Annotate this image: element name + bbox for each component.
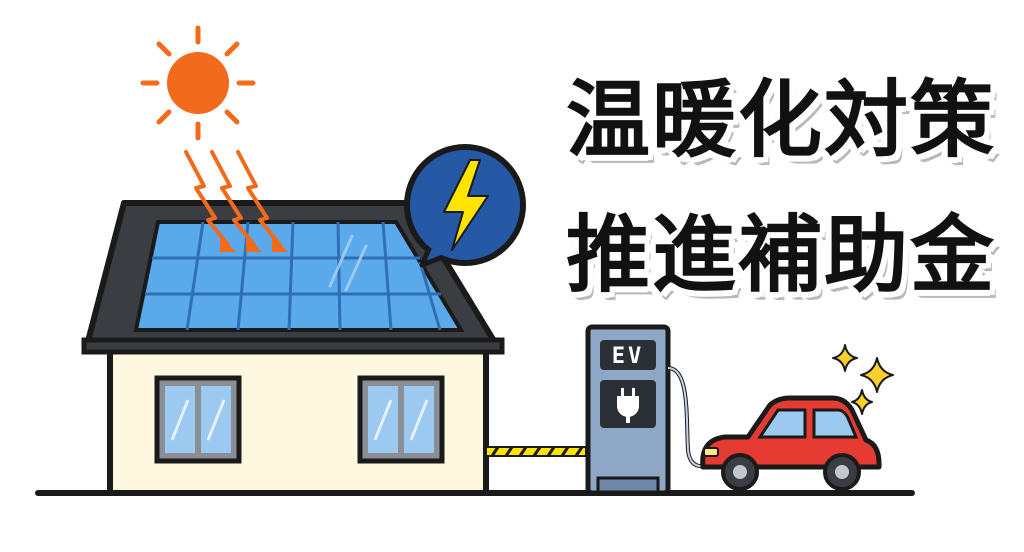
ev-label: EV [612,344,645,369]
window-left [154,375,242,464]
title-line-2: 推進補助金 [566,206,997,304]
ev-charger: EV [585,324,671,496]
solar-panel [133,220,465,332]
sun-icon [140,25,256,141]
sparkle-icon [832,344,894,415]
power-cable [485,446,587,457]
window-right [357,375,445,464]
plug-icon [617,388,639,423]
title-line-1: 温暖化対策 [566,71,997,169]
sunlight-arrows [184,150,282,247]
electric-car [700,395,882,491]
lightning-bolt-icon [404,144,526,268]
